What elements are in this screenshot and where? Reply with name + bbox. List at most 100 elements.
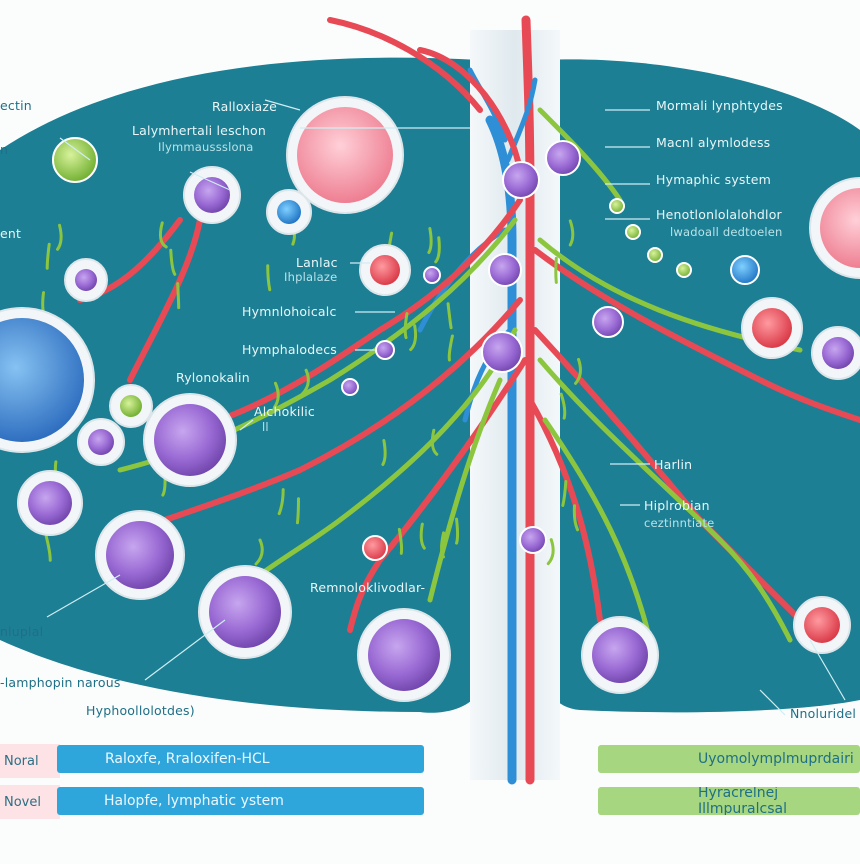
lymph-capillary [56,223,63,251]
lymph-capillary [169,248,177,276]
tissue-cluster-right [820,188,860,268]
label-nucleoloid: Nnoluridel [790,706,857,721]
lymph-capillary [554,256,558,284]
green-bead [609,198,625,214]
lymph-vessel-branch [542,417,653,643]
lymphocyte [423,266,441,284]
leader-line [239,419,254,431]
blue-cell [277,200,301,224]
vessel-network [37,17,860,643]
green-bead [647,247,663,263]
lymph-node [106,521,174,589]
lymph-capillary [440,531,446,559]
label-top-left-2: n [0,142,9,157]
label-alchohic: Alchokilic [254,404,315,419]
label-top-left-3: ent [0,226,22,241]
lymphocyte [375,340,395,360]
lymph-node [209,576,281,648]
lymph-capillary [295,497,300,525]
label-remolo: Remnoloklivodlar- [310,580,426,595]
label-hymnoholc: Hymnlohoicalc [242,304,337,319]
label-lambdac-sub: Ihplalaze [284,270,338,284]
label-hypholodes: Hyphoollolotdes) [86,703,195,718]
leader-lines [46,99,846,716]
legend-item-green-1: Uyomolymplmuprdairi [598,745,860,773]
label-normal-lymphocytes: Mormali lynphtydes [656,98,783,113]
leader-line [264,99,301,111]
legend-tag-novel: Novel [0,785,60,819]
tissue-cluster [297,107,393,203]
label-harlin: Harlin [654,457,693,472]
lymph-capillary [277,488,285,516]
lymphocyte [341,378,359,396]
lymphocyte [75,269,97,291]
leader-line [809,639,846,701]
legend-item-lymphatic-system: Halopfe, lymphatic ystem [57,787,424,815]
lymph-node [368,619,440,691]
artery-branch [527,397,603,623]
green-bead [625,224,641,240]
lymph-capillary [430,428,439,456]
label-alchohic-sub: ll [262,420,269,434]
tumor-mass [0,318,84,442]
lymph-capillary [45,242,51,270]
lymph-capillary [254,538,264,566]
legend-text: Hyracrelnej Illmpuralcsal [698,787,787,815]
legend-item-raloxifene: Raloxfe, Rraloxifen-HCL [57,745,424,773]
leader-line [759,689,786,716]
lymph-vessel-branch [537,357,793,643]
label-hiplroban-sub: ceztinntiate [644,516,715,530]
red-cell [804,607,840,643]
lymph-vessel-branch [427,377,503,603]
lymphocyte [822,337,854,369]
label-honolonial: Henotlonlolalohdlor [656,207,782,222]
leader-line [144,619,226,681]
label-rylonok: Rylonokalin [176,370,250,385]
label-lambdac: Lanlac [296,255,338,270]
lymphocyte [488,253,522,287]
label-nuclupal: nluplal [0,624,44,639]
red-cell [370,255,400,285]
lymph-capillary [300,368,310,396]
legend-text: Halopfe, lymphatic ystem [104,793,284,809]
label-raloxifene: Ralloxiaze [212,99,278,114]
red-cell [752,308,792,348]
lymph-capillary [574,357,582,385]
lymphocyte [592,306,624,338]
lymph-node [154,404,226,476]
lymph-capillary [568,219,575,247]
red-cell [362,535,388,561]
lymph-vessel-branch [227,327,518,603]
artery-branch [347,357,528,633]
label-honolonial-sub: lwadoall dedtoelen [670,225,783,239]
lymphocyte [502,161,540,199]
lymph-capillary [266,264,272,292]
lymph-capillary [44,534,52,562]
lymph-capillary [397,527,404,555]
lymph-capillary [446,302,453,330]
lymphocyte [519,526,547,554]
lymph-capillary [455,517,460,545]
label-hympholodes: Hymphalodecs [242,342,338,357]
label-lymphopin: -lamphopin narous [0,675,121,690]
lymph-capillary [272,381,280,409]
lymph-vessel-branch [537,107,623,203]
label-lymphatic-system: Hymaphic system [656,172,771,187]
label-mesalymlodes: Macnl alymlodess [656,135,771,150]
lymph-capillary [176,282,181,310]
label-top-left-1: ectin [0,98,32,113]
green-cell [120,395,142,417]
lymph-capillary [403,312,409,340]
lymph-capillary [158,221,168,249]
legend-text: Uyomolymplmuprdairi [698,751,854,767]
blue-bulb [730,255,760,285]
artery-branch [417,47,523,173]
label-lymphatic-lesion: Lalymhertali leschon [132,123,266,138]
lymphocyte [481,331,523,373]
artery-branch [327,17,483,113]
label-hiplroban: Hiplrobian [644,498,710,513]
lymph-capillary [447,334,454,362]
leader-line [59,137,91,161]
lymph-capillary [427,226,433,254]
